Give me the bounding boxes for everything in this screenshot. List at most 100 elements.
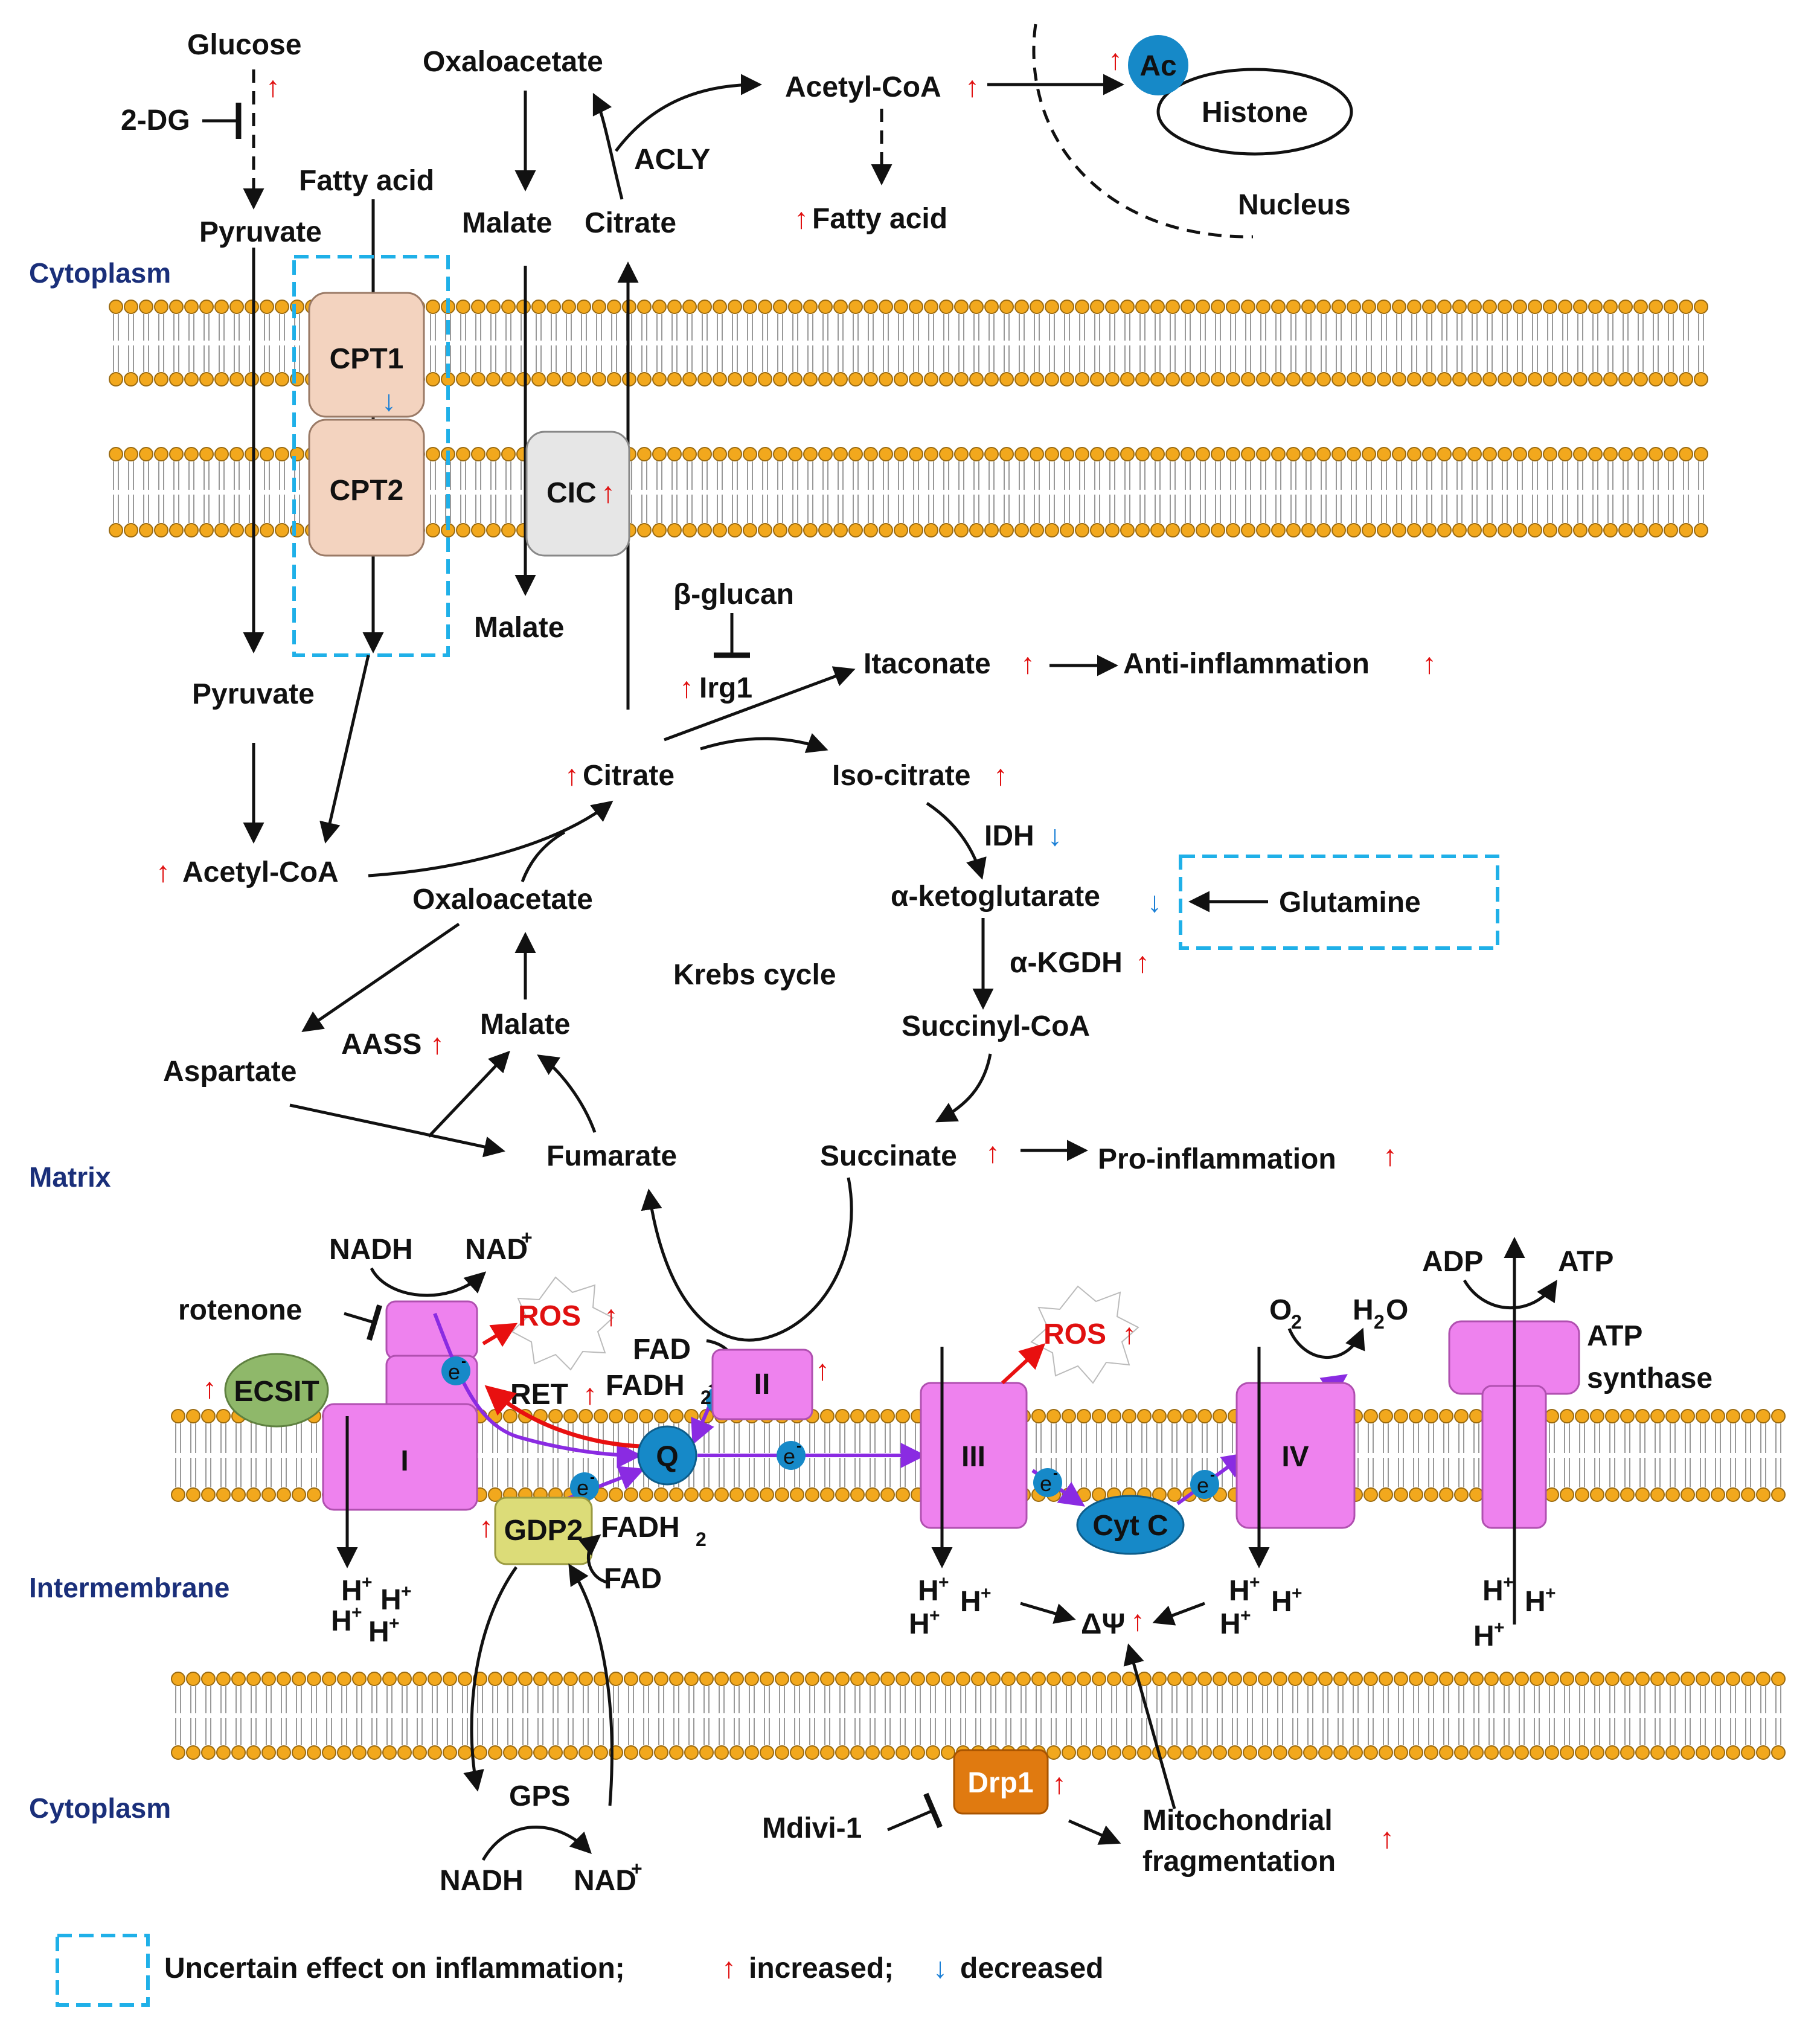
lipid-head [1696,1487,1710,1502]
lipid-head [1452,447,1467,461]
lipid-head [1437,372,1452,387]
lipid-head [486,447,501,461]
lipid-head [1181,523,1195,537]
lipid-head [1045,447,1059,461]
lipid-head [1649,300,1663,314]
lipid-head [1726,1409,1740,1423]
fad-fadh2-gdp2-arrow [578,1534,607,1584]
lipid-head [397,1672,412,1686]
iso-citrate-up: ↑ [993,760,1008,792]
lipid-head [1771,1487,1786,1502]
lipid-head [1439,1672,1453,1686]
acetylcoa-to-citrate-arrow [368,800,614,877]
lipid-head [1347,447,1361,461]
lipid-head [1618,372,1633,387]
proton-label: H [380,1584,402,1616]
complex-iv-shape [1235,1382,1356,1529]
legend-text-increased: increased; [749,1952,894,1984]
citrate-up: ↑ [565,760,579,792]
lipid-head [1286,372,1301,387]
fumarate-label: Fumarate [546,1140,677,1172]
lipid-head [169,523,184,537]
lipid-head [941,1745,955,1760]
electron-marker: e - [441,1353,470,1385]
lipid-head [169,447,184,461]
lipid-head [865,1745,880,1760]
lipid-head [969,447,984,461]
lipid-head [1528,447,1542,461]
lipid-head [850,1672,865,1686]
lipid-head [820,1487,835,1502]
lipid-head [637,447,652,461]
lipid-head [1120,300,1135,314]
nadh-to-nad-complexI-arrow [370,1267,487,1297]
lipid-head [1558,300,1572,314]
lipid-head [533,1672,548,1686]
lipid-head [818,523,833,537]
lipid-head [578,1409,593,1423]
lipid-head [745,1672,759,1686]
lipid-head [728,300,742,314]
lipid-head [1256,523,1270,537]
lipid-head [1499,1745,1514,1760]
lipid-head [199,447,214,461]
lipid-head [1273,1672,1287,1686]
lipid-head [1439,1409,1453,1423]
lipid-head [1590,1745,1604,1760]
oxaloacetate-cyto-label: Oxaloacetate [423,46,603,78]
lipid-head [563,1672,578,1686]
lipid-head [924,300,938,314]
lipid-head [684,1672,699,1686]
lipid-head [713,523,727,537]
lipid-head [1575,1487,1589,1502]
lipid-head [456,300,470,314]
delta-psi-label: ΔΨ [1081,1608,1125,1640]
acetylcoa-cyto-label: Acetyl-CoA [785,71,941,103]
lipid-head [1165,447,1180,461]
lipid-head [1030,300,1044,314]
lipid-head [1301,523,1316,537]
lipid-head [1120,523,1135,537]
lipid-head [667,372,682,387]
lipid-head [501,372,516,387]
lipid-head [1543,372,1557,387]
lipid-head [954,447,969,461]
lipid-head [1454,1672,1469,1686]
lipid-head [745,1487,759,1502]
svg-text:-: - [461,1353,466,1370]
lipid-head [488,1745,502,1760]
lipid-head [1152,1672,1167,1686]
lipid-head [1394,1487,1408,1502]
lipid-head [1363,1745,1378,1760]
iso-citrate-label: Iso-citrate [832,760,970,792]
lipid-head [201,1745,216,1760]
cpt2-shape [308,419,425,557]
lipid-head [1437,300,1452,314]
proton-charge: + [938,1573,949,1593]
lipid-head [1031,1672,1046,1686]
lipid-head [109,300,123,314]
lipid-head [894,372,908,387]
lipid-head [1437,447,1452,461]
lipid-head [803,300,818,314]
lipid-head [637,300,652,314]
lipid-head [1422,372,1437,387]
lipid-head [954,372,969,387]
lipid-head [1545,1487,1559,1502]
lipid-head [1528,300,1542,314]
lipid-head [1575,1745,1589,1760]
protons-to-deltapsi-left [1020,1602,1076,1624]
lipid-head [1545,1409,1559,1423]
lipid-head [639,1672,653,1686]
lipid-head [186,1409,200,1423]
lipid-head [669,1487,684,1502]
lipid-head [260,372,274,387]
acetylcoa-cyto-up: ↑ [965,71,979,103]
lipid-head [516,300,531,314]
lipid-head [1211,447,1225,461]
proton-charge: + [401,1582,412,1602]
lipid-head [714,1672,729,1686]
pyruvate-cyto-label: Pyruvate [199,216,322,248]
nad-bottom-label: NAD [574,1865,636,1897]
